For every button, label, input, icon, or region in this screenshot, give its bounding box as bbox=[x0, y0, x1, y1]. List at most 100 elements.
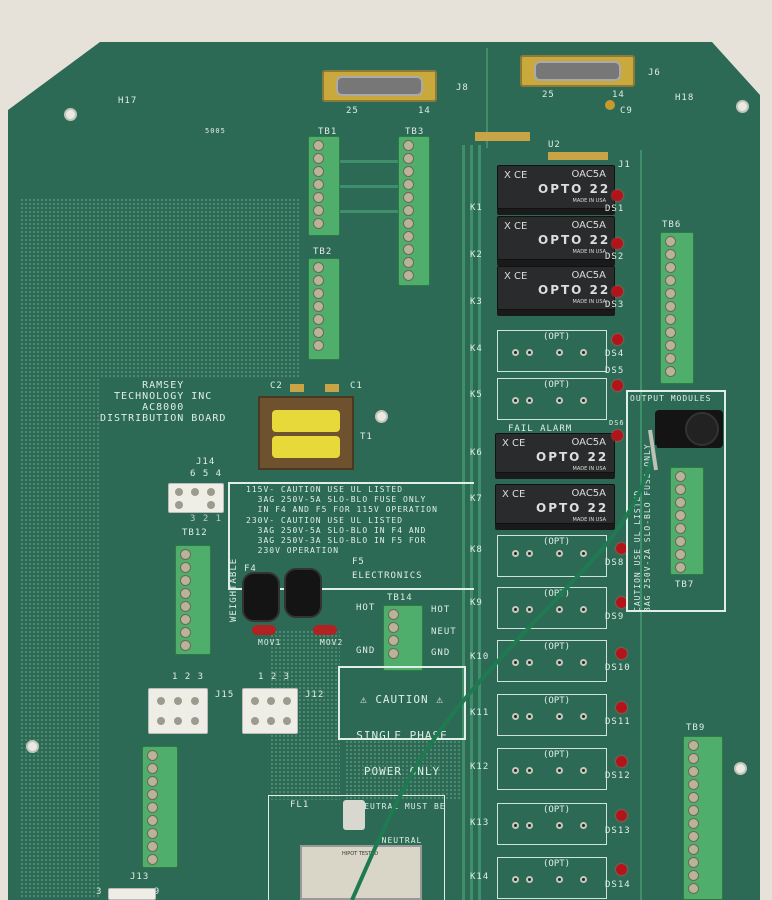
terminal-screw[interactable] bbox=[313, 262, 324, 273]
opt-slot-k13[interactable]: (OPT) bbox=[497, 803, 607, 845]
terminal-screw[interactable] bbox=[388, 648, 399, 659]
terminal-screw[interactable] bbox=[180, 562, 191, 573]
terminal-screw[interactable] bbox=[688, 779, 699, 790]
j15-molex-connector[interactable] bbox=[148, 688, 208, 734]
tb7-terminal-block[interactable] bbox=[670, 467, 704, 575]
terminal-screw[interactable] bbox=[665, 353, 676, 364]
terminal-screw[interactable] bbox=[688, 844, 699, 855]
terminal-screw[interactable] bbox=[675, 510, 686, 521]
terminal-screw[interactable] bbox=[388, 635, 399, 646]
tb14-terminal-block[interactable] bbox=[383, 605, 423, 671]
terminal-screw[interactable] bbox=[313, 314, 324, 325]
terminal-screw[interactable] bbox=[180, 549, 191, 560]
terminal-screw[interactable] bbox=[313, 275, 324, 286]
terminal-screw[interactable] bbox=[313, 153, 324, 164]
terminal-block-bottom-left[interactable] bbox=[142, 746, 178, 868]
terminal-screw[interactable] bbox=[403, 192, 414, 203]
opt-slot-k12[interactable]: (OPT) bbox=[497, 748, 607, 790]
terminal-screw[interactable] bbox=[688, 818, 699, 829]
terminal-screw[interactable] bbox=[665, 314, 676, 325]
terminal-screw[interactable] bbox=[313, 205, 324, 216]
terminal-screw[interactable] bbox=[665, 301, 676, 312]
terminal-screw[interactable] bbox=[147, 763, 158, 774]
terminal-screw[interactable] bbox=[403, 270, 414, 281]
terminal-screw[interactable] bbox=[403, 140, 414, 151]
terminal-screw[interactable] bbox=[313, 218, 324, 229]
terminal-screw[interactable] bbox=[313, 166, 324, 177]
j8-dsub-connector[interactable] bbox=[322, 70, 437, 102]
terminal-screw[interactable] bbox=[403, 218, 414, 229]
terminal-screw[interactable] bbox=[147, 802, 158, 813]
terminal-screw[interactable] bbox=[147, 841, 158, 852]
terminal-screw[interactable] bbox=[403, 257, 414, 268]
terminal-screw[interactable] bbox=[665, 249, 676, 260]
terminal-screw[interactable] bbox=[688, 883, 699, 894]
tb12-terminal-block[interactable] bbox=[175, 545, 211, 655]
terminal-screw[interactable] bbox=[688, 753, 699, 764]
terminal-screw[interactable] bbox=[313, 340, 324, 351]
terminal-screw[interactable] bbox=[388, 622, 399, 633]
j6-dsub-connector[interactable] bbox=[520, 55, 635, 87]
tb6-terminal-block[interactable] bbox=[660, 232, 694, 384]
tb1-terminal-block[interactable] bbox=[308, 136, 340, 236]
terminal-screw[interactable] bbox=[313, 288, 324, 299]
terminal-screw[interactable] bbox=[675, 523, 686, 534]
terminal-screw[interactable] bbox=[313, 192, 324, 203]
opt-slot-k10[interactable]: (OPT) bbox=[497, 640, 607, 682]
terminal-screw[interactable] bbox=[403, 153, 414, 164]
terminal-screw[interactable] bbox=[403, 205, 414, 216]
terminal-screw[interactable] bbox=[675, 471, 686, 482]
terminal-screw[interactable] bbox=[147, 789, 158, 800]
terminal-screw[interactable] bbox=[688, 805, 699, 816]
terminal-screw[interactable] bbox=[147, 776, 158, 787]
terminal-screw[interactable] bbox=[180, 601, 191, 612]
terminal-screw[interactable] bbox=[147, 750, 158, 761]
terminal-screw[interactable] bbox=[180, 627, 191, 638]
terminal-screw[interactable] bbox=[665, 327, 676, 338]
terminal-screw[interactable] bbox=[665, 288, 676, 299]
terminal-screw[interactable] bbox=[403, 166, 414, 177]
terminal-screw[interactable] bbox=[403, 231, 414, 242]
terminal-screw[interactable] bbox=[313, 179, 324, 190]
terminal-screw[interactable] bbox=[675, 549, 686, 560]
terminal-screw[interactable] bbox=[665, 366, 676, 377]
terminal-screw[interactable] bbox=[403, 179, 414, 190]
opt-slot-k14[interactable]: (OPT) bbox=[497, 857, 607, 899]
terminal-screw[interactable] bbox=[313, 140, 324, 151]
terminal-screw[interactable] bbox=[688, 766, 699, 777]
tb3-terminal-block[interactable] bbox=[398, 136, 430, 286]
terminal-screw[interactable] bbox=[688, 831, 699, 842]
output-fuse-holder[interactable] bbox=[655, 410, 723, 448]
terminal-screw[interactable] bbox=[313, 327, 324, 338]
j14-molex-connector[interactable] bbox=[168, 483, 224, 513]
terminal-screw[interactable] bbox=[147, 828, 158, 839]
terminal-screw[interactable] bbox=[688, 792, 699, 803]
opt-slot-k5[interactable]: (OPT) bbox=[497, 378, 607, 420]
terminal-screw[interactable] bbox=[403, 244, 414, 255]
terminal-screw[interactable] bbox=[665, 275, 676, 286]
terminal-screw[interactable] bbox=[688, 870, 699, 881]
terminal-screw[interactable] bbox=[180, 614, 191, 625]
opt-slot-k11[interactable]: (OPT) bbox=[497, 694, 607, 736]
terminal-screw[interactable] bbox=[675, 484, 686, 495]
terminal-screw[interactable] bbox=[675, 497, 686, 508]
terminal-screw[interactable] bbox=[688, 857, 699, 868]
opt-slot-k8[interactable]: (OPT) bbox=[497, 535, 607, 577]
terminal-screw[interactable] bbox=[147, 815, 158, 826]
terminal-screw[interactable] bbox=[180, 588, 191, 599]
opt-slot-k4[interactable]: (OPT) bbox=[497, 330, 607, 372]
terminal-screw[interactable] bbox=[675, 562, 686, 573]
opt-slot-k9[interactable]: (OPT) bbox=[497, 587, 607, 629]
terminal-screw[interactable] bbox=[665, 262, 676, 273]
fuse-holder-f5[interactable] bbox=[284, 568, 322, 618]
terminal-screw[interactable] bbox=[388, 609, 399, 620]
terminal-screw[interactable] bbox=[688, 740, 699, 751]
terminal-screw[interactable] bbox=[180, 575, 191, 586]
terminal-screw[interactable] bbox=[675, 536, 686, 547]
tb2-terminal-block[interactable] bbox=[308, 258, 340, 360]
